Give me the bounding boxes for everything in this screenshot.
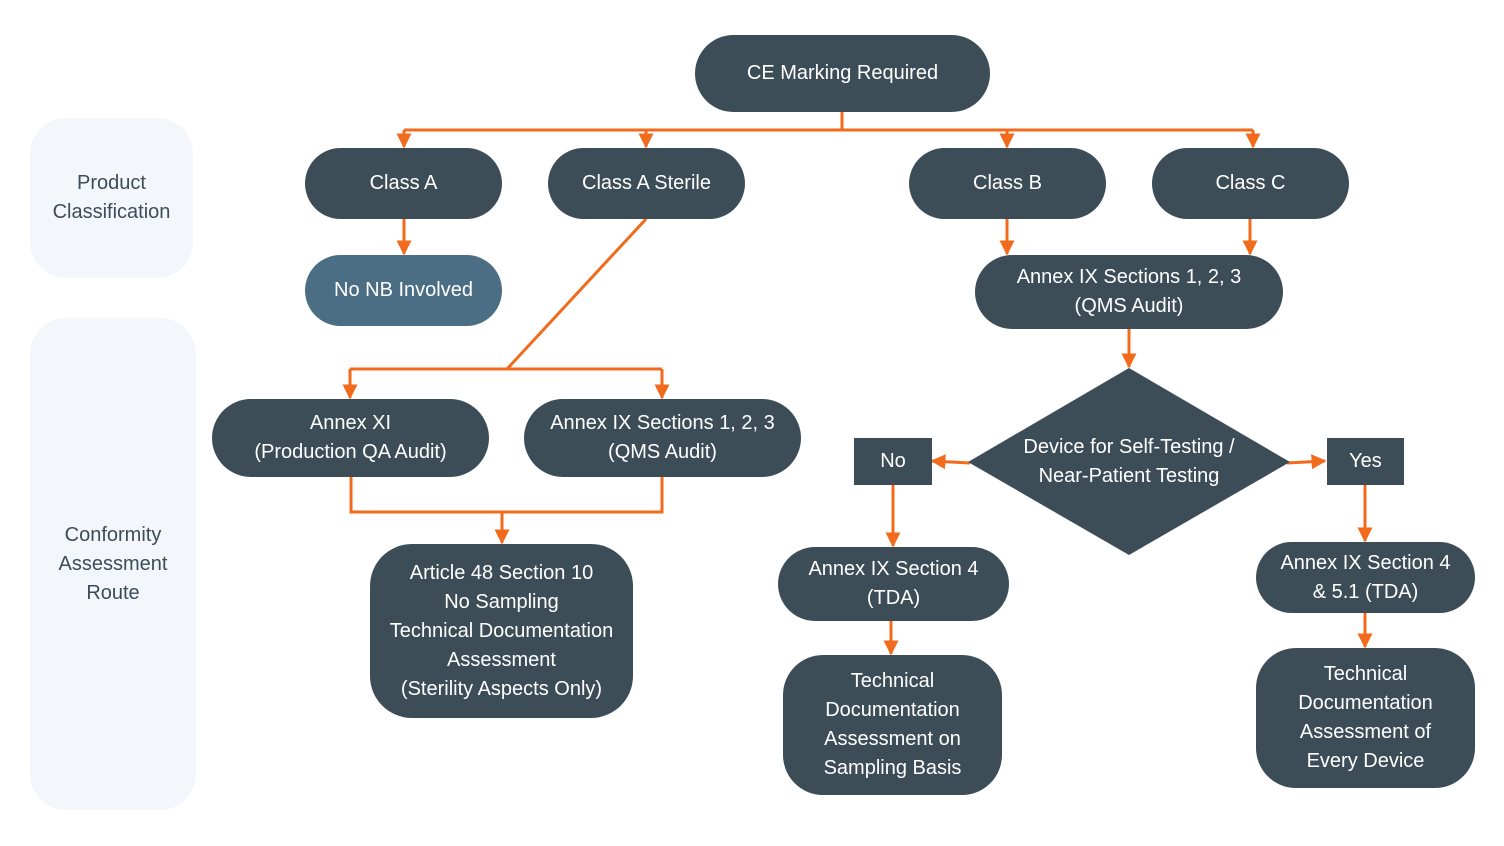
label-no: No — [854, 438, 932, 485]
node-tda-sampling-basis: Technical Documentation Assessment on Sa… — [783, 655, 1002, 795]
edge-sterile-diagonal — [505, 217, 648, 371]
edge-annex-merge — [349, 477, 664, 514]
node-annex-ix-qms-sterile: Annex IX Sections 1, 2, 3 (QMS Audit) — [524, 399, 801, 477]
node-annex-ix-qms-class-b-c: Annex IX Sections 1, 2, 3 (QMS Audit) — [975, 255, 1283, 329]
node-class-c: Class C — [1152, 148, 1349, 219]
node-class-b: Class B — [909, 148, 1106, 219]
node-annex-ix-section-4: Annex IX Section 4 (TDA) — [778, 547, 1009, 621]
node-article-48: Article 48 Section 10 No Sampling Techni… — [370, 544, 633, 718]
node-tda-every-device: Technical Documentation Assessment of Ev… — [1256, 648, 1475, 788]
decision-self-testing-label: Device for Self-Testing / Near-Patient T… — [1023, 436, 1235, 487]
decision-diamond — [968, 368, 1290, 555]
edge-decision-to-yes — [1286, 454, 1327, 470]
label-yes: Yes — [1327, 438, 1404, 485]
band-product-classification: Product Classification — [30, 118, 193, 278]
edge-decision-to-no — [930, 454, 971, 470]
node-annex-ix-section-4-5-1: Annex IX Section 4 & 5.1 (TDA) — [1256, 542, 1475, 613]
node-class-a-sterile: Class A Sterile — [548, 148, 745, 219]
node-ce-marking-required: CE Marking Required — [695, 35, 990, 112]
node-no-nb-involved: No NB Involved — [305, 255, 502, 326]
node-class-a: Class A — [305, 148, 502, 219]
band-conformity-assessment-route: Conformity Assessment Route — [30, 318, 196, 810]
node-annex-xi: Annex XI (Production QA Audit) — [212, 399, 489, 477]
